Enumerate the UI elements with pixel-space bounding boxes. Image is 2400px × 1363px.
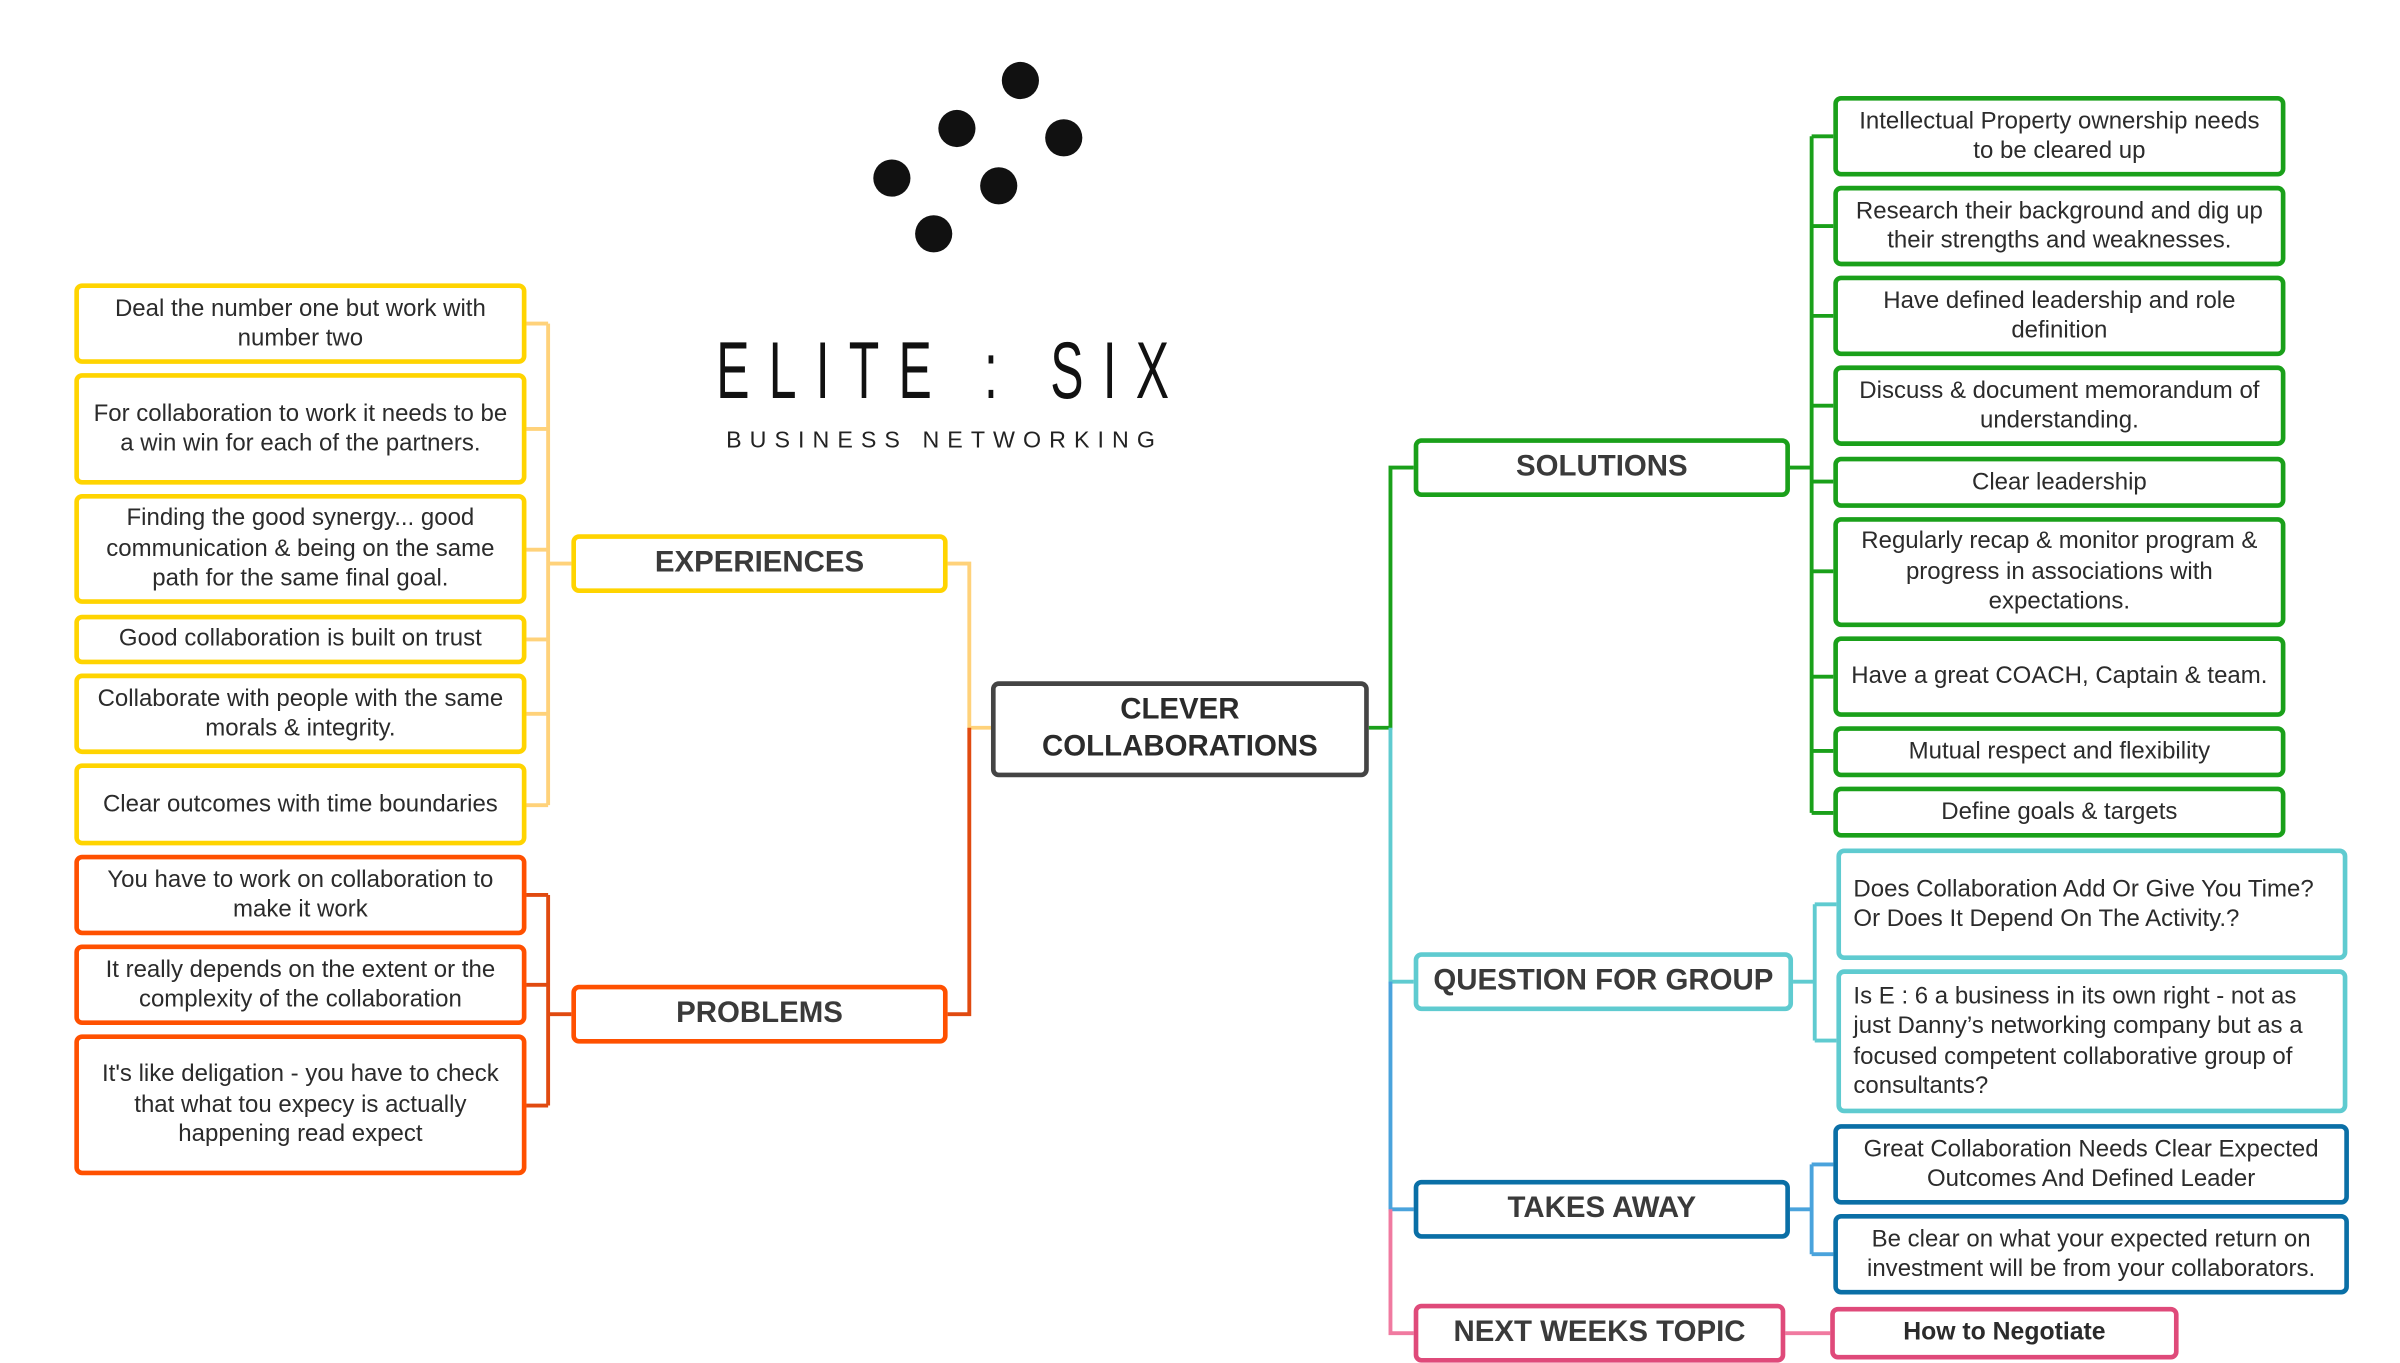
solution-item[interactable]: Mutual respect and flexibility [1833,726,2286,778]
question-item[interactable]: Is E : 6 a business in its own right - n… [1836,969,2348,1114]
solution-item[interactable]: Define goals & targets [1833,786,2286,838]
logo-dot [980,167,1018,205]
logo-dot [915,215,953,253]
logo-dot [938,109,976,148]
experience-item[interactable]: For collaboration to work it needs to be… [74,373,527,485]
solution-item[interactable]: Intellectual Property ownership needs to… [1833,96,2286,177]
experience-item[interactable]: Deal the number one but work with number… [74,283,527,364]
solution-item[interactable]: Clear leadership [1833,456,2286,508]
question-item[interactable]: Does Collaboration Add Or Give You Time?… [1836,848,2348,961]
solution-item[interactable]: Have defined leadership and role definit… [1833,275,2286,357]
topic-takes-away[interactable]: TAKES AWAY [1413,1179,1790,1239]
experience-item[interactable]: Good collaboration is built on trust [74,614,527,665]
logo-dot [873,159,911,197]
solution-item[interactable]: Research their background and dig up the… [1833,185,2286,267]
problem-item[interactable]: It's like deligation - you have to check… [74,1034,527,1176]
experience-item[interactable]: Finding the good synergy... good communi… [74,493,527,604]
logo-subtitle: BUSINESS NETWORKING [726,427,1163,454]
solution-item[interactable]: Have a great COACH, Captain & team. [1833,636,2286,717]
topic-problems[interactable]: PROBLEMS [571,984,948,1044]
next-topic-item[interactable]: How to Negotiate [1830,1306,2179,1360]
central-topic[interactable]: CLEVER COLLABORATIONS [990,681,1369,778]
logo-dot [1001,61,1039,100]
experience-item[interactable]: Clear outcomes with time boundaries [74,763,527,846]
topic-experiences[interactable]: EXPERIENCES [571,534,948,594]
problem-item[interactable]: You have to work on collaboration to mak… [74,854,527,936]
solution-item[interactable]: Discuss & document memorandum of underst… [1833,365,2286,446]
takeaway-item[interactable]: Great Collaboration Needs Clear Expected… [1833,1124,2349,1205]
topic-solutions[interactable]: SOLUTIONS [1413,438,1790,498]
logo-title: ELITE : SIX [716,326,1189,417]
experience-item[interactable]: Collaborate with people with the same mo… [74,673,527,755]
takeaway-item[interactable]: Be clear on what your expected return on… [1833,1213,2349,1295]
topic-question-for-group[interactable]: QUESTION FOR GROUP [1413,952,1794,1012]
topic-next-weeks[interactable]: NEXT WEEKS TOPIC [1413,1303,1786,1363]
problem-item[interactable]: It really depends on the extent or the c… [74,944,527,1026]
logo-dot [1045,119,1083,157]
solution-item[interactable]: Regularly recap & monitor program & prog… [1833,517,2286,628]
